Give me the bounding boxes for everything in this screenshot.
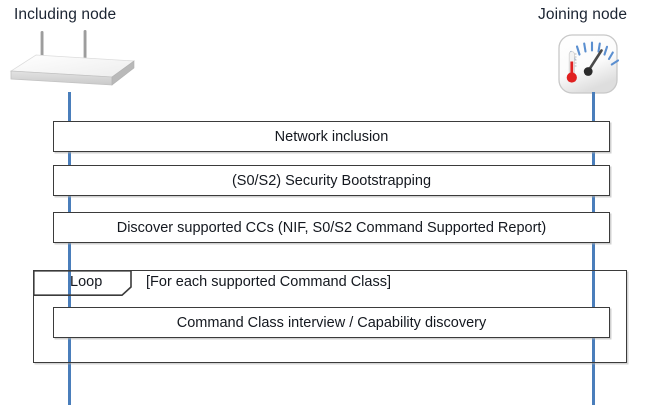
lifeline-including-node (68, 92, 71, 405)
thermostat-sensor-icon (554, 31, 630, 104)
loop-fragment-tab (33, 270, 132, 296)
message-box-network-inclusion[interactable]: Network inclusion (53, 121, 610, 152)
actor-label-joining-node: Joining node (538, 6, 628, 23)
loop-fragment-frame (33, 270, 627, 363)
message-box-command-class-interview[interactable]: Command Class interview / Capability dis… (53, 307, 610, 338)
message-box-discover-supported-ccs[interactable]: Discover supported CCs (NIF, S0/S2 Comma… (53, 212, 610, 243)
loop-fragment-operator-label: Loop (70, 274, 103, 290)
lifeline-joining-node (592, 92, 595, 405)
router-icon (8, 30, 144, 97)
message-box-security-bootstrapping[interactable]: (S0/S2) Security Bootstrapping (53, 165, 610, 196)
actor-label-including-node: Including node (14, 6, 117, 23)
loop-fragment-condition-label: [For each supported Command Class] (146, 274, 391, 290)
